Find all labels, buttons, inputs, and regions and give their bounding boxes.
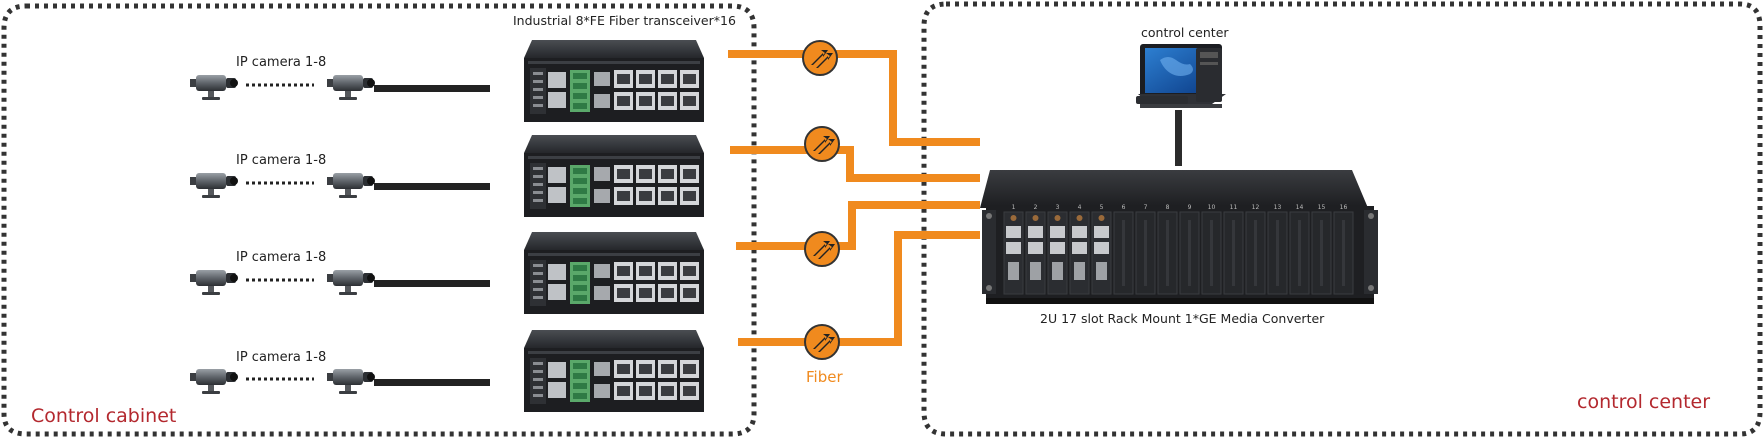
control-center-region-label: control center	[1577, 391, 1711, 413]
rack-slot-number: 15	[1318, 204, 1326, 211]
fiber-transceiver-3	[524, 232, 704, 314]
camera-group-label-4: IP camera 1-8	[236, 350, 327, 365]
camera-icon	[190, 173, 238, 198]
computer-rack-link	[1175, 110, 1182, 166]
fiber-converter-icon	[804, 126, 840, 162]
ethernet-cable	[374, 280, 490, 287]
camera-icon	[327, 75, 375, 100]
rack-slot-number: 7	[1144, 204, 1148, 211]
camera-icon	[190, 369, 238, 394]
camera-row-4	[190, 369, 490, 394]
rack-slot-9: 9	[1179, 204, 1200, 295]
rack-slot-15: 15	[1311, 204, 1332, 295]
fiber-converter-icon	[802, 40, 838, 76]
fiber-link-4	[738, 231, 980, 346]
fiber-label: Fiber	[806, 368, 843, 386]
rack-slot-number: 11	[1230, 204, 1238, 211]
rack-slot-3: 3	[1047, 204, 1068, 295]
diagram-title: Industrial 8*FE Fiber transceiver*16	[513, 13, 736, 28]
rack-slot-number: 16	[1340, 204, 1348, 211]
fiber-link-1	[728, 50, 980, 146]
rack-slot-8: 8	[1157, 204, 1178, 295]
rack-slot-16: 16	[1333, 204, 1354, 295]
camera-icon	[327, 173, 375, 198]
fiber-converter-icon	[804, 324, 840, 360]
rack-slot-14: 14	[1289, 204, 1310, 295]
fiber-transceiver-2	[524, 135, 704, 217]
camera-row-1	[190, 75, 490, 100]
computer-label: control center	[1141, 25, 1229, 40]
rack-slot-12: 12	[1245, 204, 1266, 295]
rack-slot-number: 4	[1078, 204, 1082, 211]
control-cabinet-label: Control cabinet	[31, 405, 177, 427]
rack-slot-4: 4	[1069, 204, 1090, 295]
camera-row-2	[190, 173, 490, 198]
fiber-transceiver-1	[524, 40, 704, 122]
control-cabinet-border	[1, 3, 757, 437]
camera-icon	[190, 270, 238, 295]
rack-slot-number: 6	[1122, 204, 1126, 211]
rack-slot-1: 1	[1003, 204, 1024, 295]
fiber-converter-icon	[804, 231, 840, 267]
rack-slot-10: 10	[1201, 204, 1222, 295]
camera-group-label-3: IP camera 1-8	[236, 250, 327, 265]
rack-slot-number: 8	[1166, 204, 1170, 211]
rack-slot-7: 7	[1135, 204, 1156, 295]
fiber-link-3	[736, 201, 980, 250]
rack-slot-number: 12	[1252, 204, 1260, 211]
camera-icon	[327, 270, 375, 295]
rack-slot-number: 13	[1274, 204, 1282, 211]
rack-slot-5: 5	[1091, 204, 1112, 295]
rack-slot-number: 5	[1100, 204, 1104, 211]
rack-slot-number: 1	[1012, 204, 1016, 211]
fiber-transceiver-4	[524, 330, 704, 412]
rack-slot-2: 2	[1025, 204, 1046, 295]
fiber-link-2	[730, 146, 980, 182]
camera-group-label-2: IP camera 1-8	[236, 153, 327, 168]
camera-icon	[190, 75, 238, 100]
rack-slot-number: 3	[1056, 204, 1060, 211]
ethernet-cable	[374, 183, 490, 190]
rack-slot-13: 13	[1267, 204, 1288, 295]
rack-slot-number: 14	[1296, 204, 1304, 211]
camera-row-3	[190, 270, 490, 295]
rack-slot-number: 10	[1208, 204, 1216, 211]
rack-slot-6: 6	[1113, 204, 1134, 295]
rack-slot-number: 9	[1188, 204, 1192, 211]
rack-label: 2U 17 slot Rack Mount 1*GE Media Convert…	[1040, 311, 1325, 326]
ethernet-cable	[374, 379, 490, 386]
camera-group-label-1: IP camera 1-8	[236, 55, 327, 70]
camera-icon	[327, 369, 375, 394]
rack-slot-number: 2	[1034, 204, 1038, 211]
rack-slot-11: 11	[1223, 204, 1244, 295]
computer-icon	[1136, 44, 1226, 108]
ethernet-cable	[374, 85, 490, 92]
